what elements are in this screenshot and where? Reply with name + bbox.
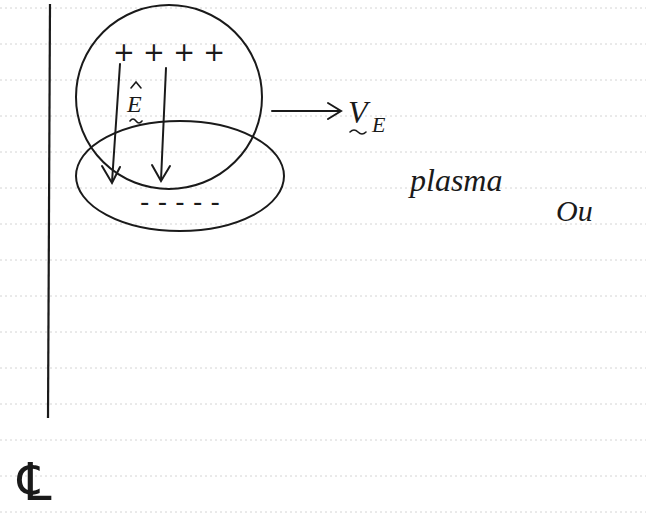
field-symbol: E xyxy=(127,92,142,116)
ellipse-outline xyxy=(76,121,284,231)
outline xyxy=(75,4,263,190)
notebook-rule xyxy=(0,152,646,153)
charge-signs: + + + + xyxy=(113,39,225,65)
notebook-rule xyxy=(0,116,646,117)
charge-signs: - - - - - xyxy=(140,189,220,215)
axis-line xyxy=(48,4,50,418)
vector-marks xyxy=(130,82,366,134)
notebook-rule xyxy=(0,332,646,333)
notebook-rule xyxy=(0,260,646,261)
centerline-symbol: ℄ xyxy=(18,456,51,508)
negative-charge-region: - - - - - xyxy=(75,120,285,232)
notebook-rule xyxy=(0,476,646,477)
notebook-rule xyxy=(0,512,646,513)
notebook-rule xyxy=(0,296,646,297)
circle-outline xyxy=(76,5,262,189)
notebook-rule xyxy=(0,44,646,45)
outline xyxy=(75,120,285,232)
note-text: Ou xyxy=(556,196,593,226)
notebook-rule xyxy=(0,188,646,189)
velocity-subscript: E xyxy=(372,114,385,136)
notebook-rule xyxy=(0,404,646,405)
field-arrows xyxy=(102,64,170,183)
notebook-lines xyxy=(0,8,646,512)
notebook-rule xyxy=(0,440,646,441)
notebook-rule xyxy=(0,80,646,81)
velocity-symbol: V xyxy=(348,96,368,128)
note-text: plasma xyxy=(410,164,502,196)
drift-arrow xyxy=(272,103,341,119)
notebook-rule xyxy=(0,368,646,369)
notebook-rule xyxy=(0,8,646,9)
positive-charge-region: + + + + xyxy=(75,4,263,190)
notebook-rule xyxy=(0,224,646,225)
